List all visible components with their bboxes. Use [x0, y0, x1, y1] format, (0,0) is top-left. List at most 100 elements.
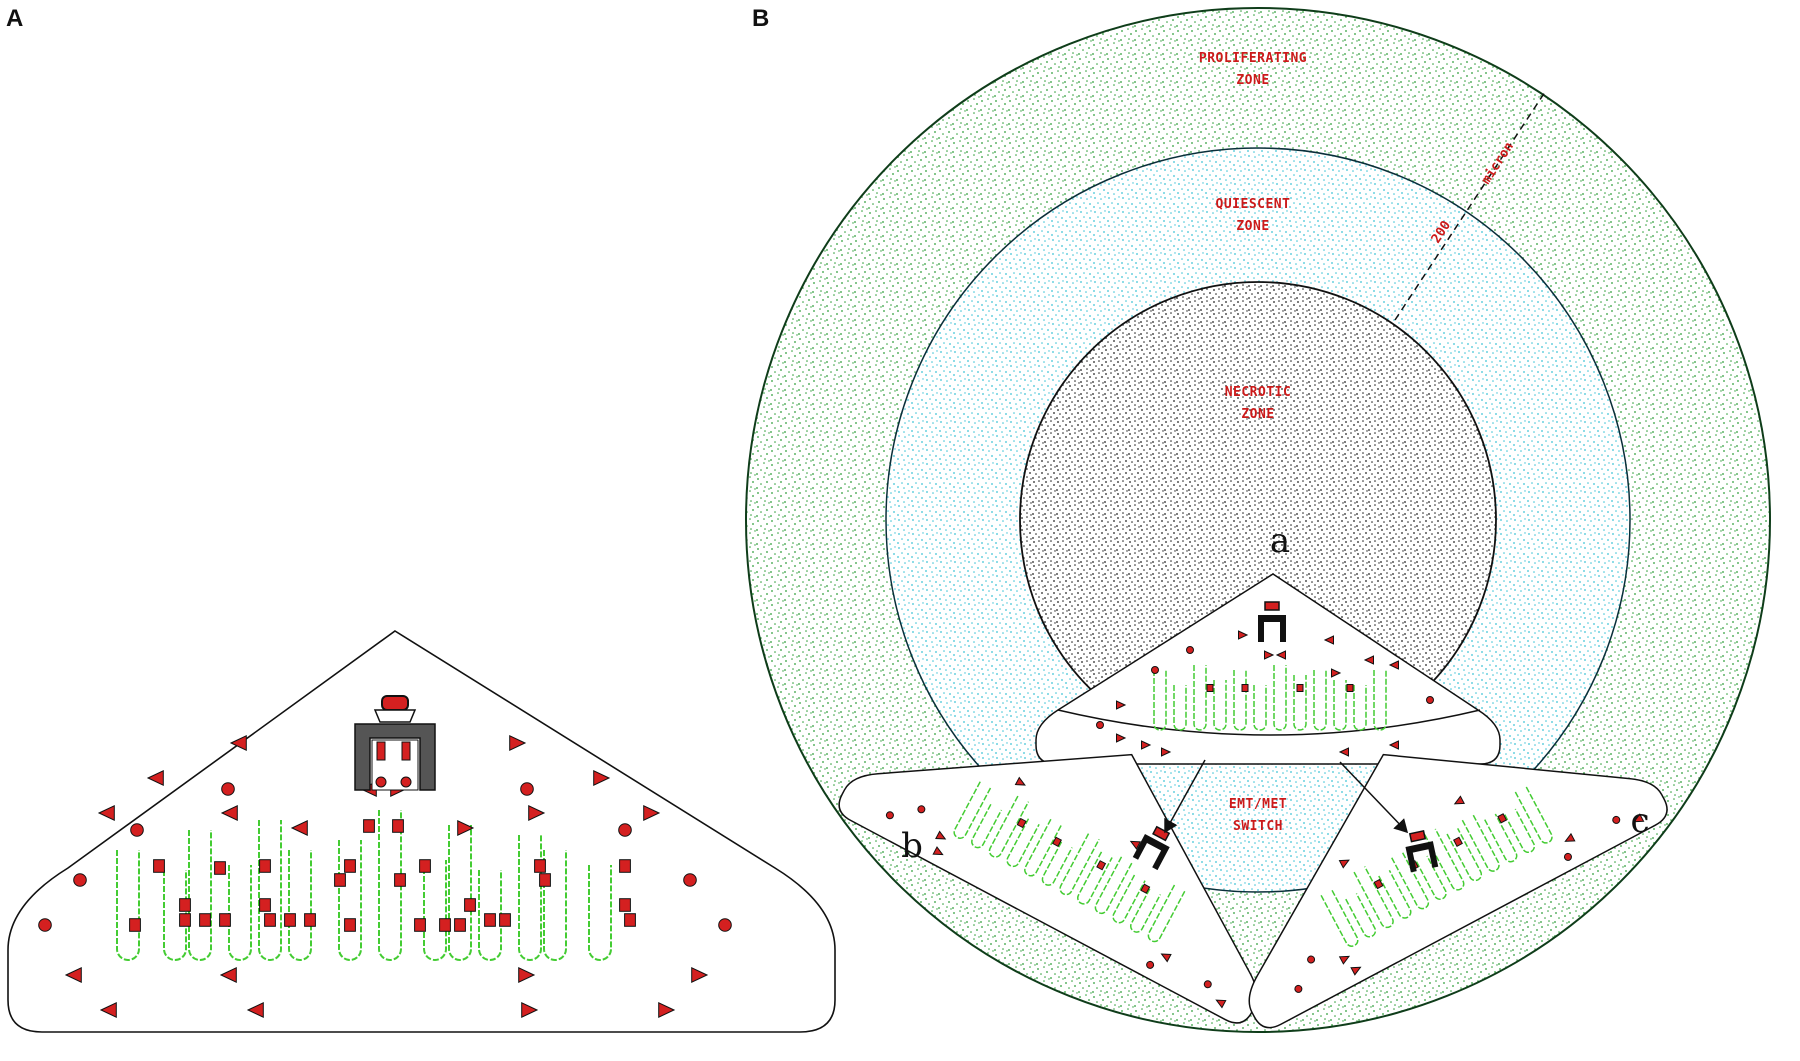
villus-loop: [1213, 680, 1227, 731]
cell-marker-triangle: [290, 820, 308, 836]
cell-marker-circle: [683, 873, 697, 887]
cell-marker-square: [619, 859, 631, 873]
cell-marker-square: [199, 913, 211, 927]
cell-marker-circle: [1294, 984, 1303, 993]
arrow-a-to-c: [1339, 761, 1409, 834]
villus-loop: [1112, 874, 1146, 924]
cell-marker-square: [259, 859, 271, 873]
villus-loop: [1273, 665, 1287, 731]
cell-marker-triangle: [528, 805, 546, 821]
necrotic-zone-label-line2: ZONE: [1241, 407, 1274, 422]
villus-loop: [1353, 685, 1367, 731]
cell-marker-square: [179, 898, 191, 912]
villus-loop: [228, 865, 252, 961]
cell-marker-circle: [917, 805, 926, 814]
cell-marker-square: [1206, 684, 1214, 692]
cell-marker-triangle: [146, 770, 164, 786]
villus-loop: [1253, 685, 1267, 731]
villus-loop: [988, 795, 1030, 858]
cell-marker-triangle: [246, 1002, 264, 1018]
quiescent-zone-label-line2: ZONE: [1236, 219, 1269, 234]
villus-loop: [518, 835, 542, 961]
villus-loop: [1193, 665, 1207, 731]
cell-marker-triangle: [1338, 955, 1351, 965]
cell-marker-triangle: [1564, 832, 1576, 842]
villus-loop: [116, 850, 140, 961]
arrow-a-to-b: [1164, 759, 1206, 834]
cell-marker-triangle: [1388, 660, 1399, 670]
villus-loop: [1006, 818, 1040, 868]
cell-marker-circle: [38, 918, 52, 932]
panel-a-outline: [7, 630, 836, 1033]
cell-marker-circle: [1186, 646, 1194, 654]
villus-loop: [378, 810, 402, 961]
cell-marker-square: [214, 861, 226, 875]
cell-marker-square: [394, 873, 406, 887]
villus-loop: [1415, 855, 1447, 900]
villus-loop: [423, 860, 447, 961]
cell-marker-circle: [1203, 980, 1212, 989]
villus-loop: [1293, 675, 1307, 731]
cell-marker-square: [179, 913, 191, 927]
cell-marker-square: [344, 918, 356, 932]
cell-marker-triangle: [593, 770, 611, 786]
cell-marker-circle: [1612, 815, 1621, 824]
cell-marker-square: [219, 913, 231, 927]
villus-loop: [338, 840, 362, 961]
villus-loop: [1484, 813, 1518, 863]
cell-marker-triangle: [457, 820, 475, 836]
cell-marker-square: [363, 819, 375, 833]
detail-c-crypt-icon: [1405, 830, 1439, 873]
cell-marker-triangle: [1160, 953, 1172, 963]
cell-marker-square: [1296, 684, 1304, 692]
cell-marker-triangle: [97, 805, 115, 821]
cell-marker-triangle: [1338, 747, 1349, 757]
cell-marker-square: [1346, 684, 1354, 692]
villus-loop: [543, 850, 567, 961]
proliferating-zone-label-line2: ZONE: [1236, 73, 1269, 88]
cell-marker-square: [392, 819, 404, 833]
villus-loop: [588, 865, 612, 961]
villus-loop: [1504, 808, 1536, 853]
cell-marker-triangle: [219, 967, 237, 983]
scale-bar: [1394, 91, 1546, 321]
cell-marker-triangle: [1129, 840, 1142, 850]
villus-loop: [1077, 851, 1113, 905]
cell-marker-triangle: [1338, 859, 1350, 869]
villus-loop: [1424, 828, 1465, 891]
panel-a-crypt-structure: [354, 695, 436, 791]
cell-marker-square: [1052, 836, 1062, 847]
villus-loop: [1173, 685, 1187, 731]
panel-label-a: A: [6, 5, 23, 32]
cell-marker-circle: [885, 811, 894, 820]
cell-marker-triangle: [1363, 655, 1374, 665]
cell-marker-triangle: [220, 805, 238, 821]
villus-loop: [288, 850, 312, 961]
cell-marker-circle: [130, 823, 144, 837]
quiescent-zone-label-line1: QUIESCENT: [1216, 197, 1291, 212]
cell-marker-triangle: [1323, 635, 1334, 645]
cell-marker-square: [259, 898, 271, 912]
cell-marker-triangle: [1275, 650, 1286, 660]
detail-b-label: b: [901, 826, 923, 866]
cell-marker-square: [1140, 883, 1151, 894]
cell-marker-triangle: [691, 967, 709, 983]
detail-c-label: c: [1630, 801, 1649, 841]
cell-marker-circle: [1563, 852, 1572, 861]
villus-loop: [258, 820, 282, 961]
cell-marker-triangle: [932, 846, 944, 856]
cell-marker-circle: [1146, 960, 1155, 969]
detail-a-inset: [1035, 573, 1501, 765]
cell-marker-triangle: [509, 735, 527, 751]
cell-marker-square: [334, 873, 346, 887]
cell-marker-circle: [618, 823, 632, 837]
detail-b-crypt-icon: [1132, 825, 1171, 871]
cell-marker-square: [1373, 878, 1384, 890]
villus-loop: [448, 825, 472, 961]
cell-marker-square: [264, 913, 276, 927]
cell-marker-triangle: [64, 967, 82, 983]
cell-marker-triangle: [1453, 795, 1465, 805]
cell-marker-triangle: [1116, 733, 1127, 743]
cell-marker-triangle: [99, 1002, 117, 1018]
panel-label-b: B: [752, 5, 769, 32]
